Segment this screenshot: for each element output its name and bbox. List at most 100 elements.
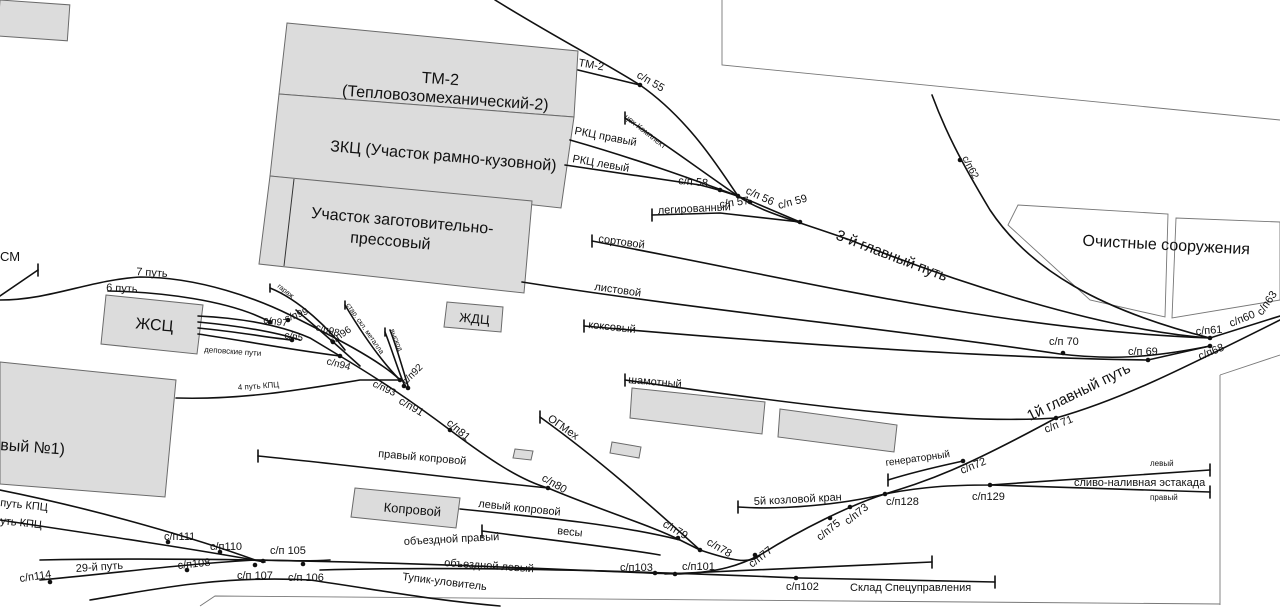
switch-80 [545,485,551,491]
label-kpc-a: путь КПЦ [0,497,48,514]
label-s111: с/п111 [164,531,195,543]
label-koprovoy: Копровой [383,500,442,520]
label-depovskie: деповские пути [204,345,262,358]
label-s61: с/п61 [1195,324,1223,338]
label-s97: с/п97 [263,315,289,329]
label-t6: 6 путь [106,282,138,296]
switch-81 [447,427,453,433]
label-obezdnoy-levy: объездной левый [444,557,534,575]
switch-92 [405,385,411,391]
label-s102: с/п102 [786,581,819,593]
switch-110 [217,549,223,555]
building-zhdc [443,301,504,333]
label-s94: с/п94 [325,356,352,373]
switch-107 [252,562,258,568]
switch-68 [1207,343,1213,349]
label-zhdc: ЖДЦ [459,310,491,328]
label-pravy: правый [1150,493,1178,502]
switch-114 [47,579,53,585]
label-s70: с/п 70 [1049,336,1079,348]
label-levy: левый [1150,459,1174,468]
label-t7: 7 путь [136,266,168,280]
label-s69: с/п 69 [1128,346,1158,358]
building-small-2 [609,441,642,459]
buildings [0,0,898,529]
label-legirovanny: легированный [658,201,731,217]
switch-102 [793,575,799,581]
switch-94 [337,353,343,359]
building-small-1 [512,448,534,461]
building-top-left [0,0,71,42]
label-s68: с/п68 [1197,342,1226,363]
building-zkc [269,93,575,209]
label-koksovy: коксовый [588,319,637,336]
label-s58: с/п 58 [678,175,709,190]
label-s107: с/п 107 [237,570,273,582]
switch-58 [717,187,723,193]
switch-97 [267,319,273,325]
territory-boundaries [199,0,1280,607]
switch-56 [735,193,741,199]
label-s93: с/п93 [371,379,398,399]
switch-105 [260,558,266,564]
label-vesy: весы [557,525,583,540]
label-left-building: вый №1) [0,437,66,458]
building-shamot-1 [629,387,766,435]
building-zhsc [100,294,204,355]
switch-128 [882,491,888,497]
label-s60: с/п60 [1228,309,1257,330]
label-s105: с/п 105 [270,545,306,557]
label-s55: с/п 55 [635,69,667,94]
building-zagot [258,175,533,294]
switch-111 [165,539,171,545]
switch-98 [330,339,336,345]
label-main1: 1й главный путь [1024,360,1133,425]
switch-101 [672,571,678,577]
switch-72 [960,458,966,464]
label-left-top: СМ [0,249,20,264]
label-4kpc: 4 путь КПЦ [238,380,280,392]
label-t29: 29-й путь [75,560,123,575]
switch-78 [697,547,703,553]
label-slivo: сливо-наливная эстакада [1074,477,1206,489]
building-left [0,361,177,498]
label-s95: с/п5 [283,330,304,344]
building-koprovoy [350,487,461,529]
label-s110: с/п110 [210,541,242,553]
label-tupik: Тупик-уловитель [402,571,488,593]
label-s91: с/п91 [397,395,426,419]
label-s108: с/п108 [177,557,211,572]
label-s62: с/п62 [959,154,980,181]
label-tm2-track: ТМ-2 [577,57,604,73]
switch-99 [285,317,291,323]
label-sklad: Склад Спецуправления [850,582,971,594]
track-end-stops [37,111,1211,589]
switch-59 [797,219,803,225]
label-s59: с/п 59 [777,193,809,212]
label-main3: 3-й главный путь [834,227,950,285]
switch-71 [1053,415,1059,421]
switch-93 [397,377,403,383]
label-s106: с/п 106 [288,572,324,584]
switch-77 [752,552,758,558]
switch-55 [637,82,643,88]
label-s129: с/п129 [972,491,1005,503]
switch-69 [1145,357,1151,363]
label-shamotny: шамотный [628,374,682,391]
label-obezdnoy-pravy: объездной правый [404,531,500,548]
switch-70 [1060,350,1066,356]
label-zhsc: ЖСЦ [135,315,174,335]
label-kpc-b: уть КПЦ [0,515,42,531]
switch-106 [300,561,306,567]
switch-108 [184,567,190,573]
label-tm2: ТМ-2 [421,70,460,90]
switch-103 [652,570,658,576]
label-s114: с/п114 [19,569,52,585]
switch-62 [957,157,963,163]
label-s99: с/п99 [283,306,310,325]
label-kozlovoy: 5й козловой кран [754,491,843,508]
label-sortovoy: сортовой [598,233,646,251]
label-s80: с/п80 [540,472,569,496]
